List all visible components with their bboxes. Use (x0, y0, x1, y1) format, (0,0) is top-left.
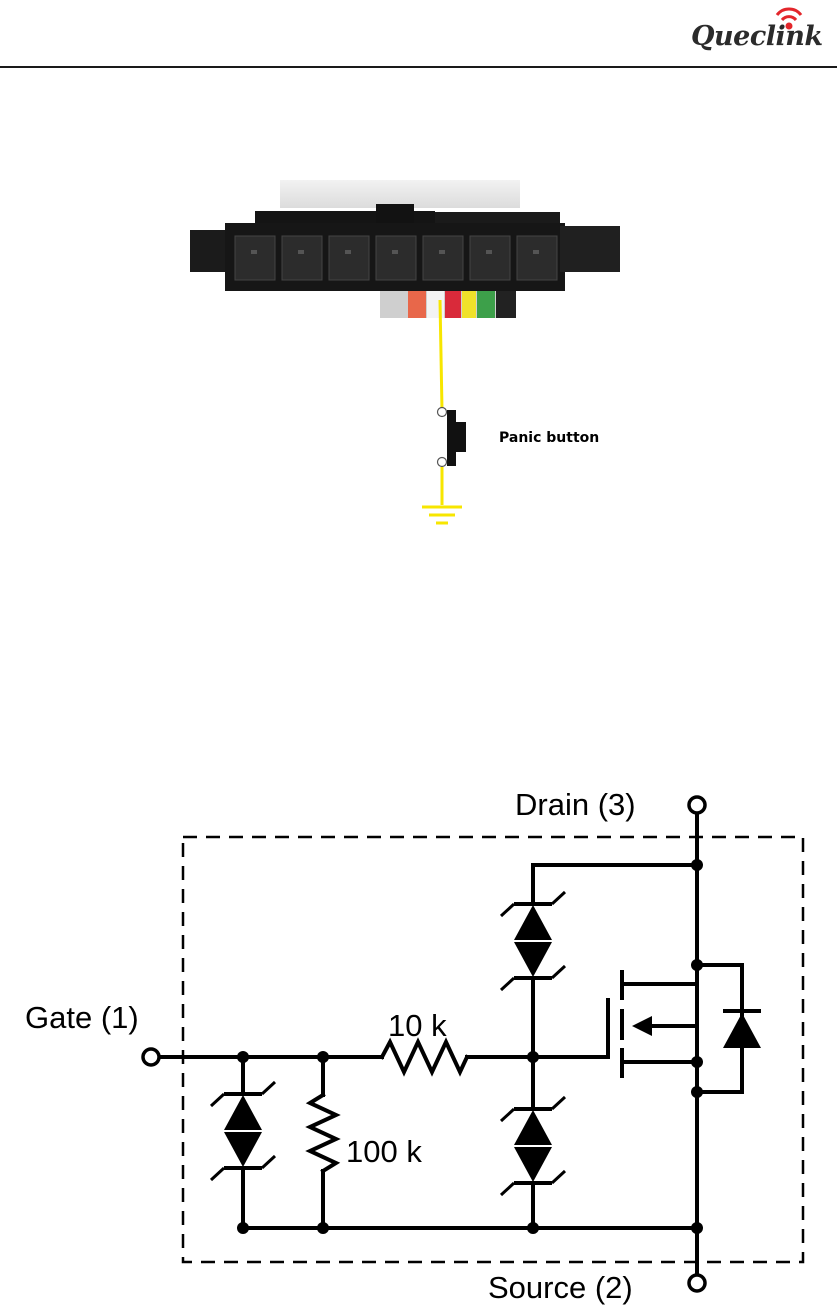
logo-text: Queclink (691, 21, 823, 52)
gate-terminal (143, 1049, 159, 1065)
mosfet-circuit-diagram: Drain (3) Gate (1) Source (2) 10 k 100 k (0, 770, 837, 1313)
mosfet-arrow-icon (632, 1016, 652, 1036)
queclink-logo: Queclink (687, 2, 829, 58)
zener-diode-icon (211, 1082, 275, 1180)
ground-icon (422, 507, 462, 523)
source-terminal (689, 1275, 705, 1291)
source-label: Source (2) (488, 1270, 633, 1305)
drain-label: Drain (3) (515, 787, 636, 822)
switch-terminal-top (438, 408, 447, 417)
zener-diode-icon (501, 1097, 565, 1195)
panic-button-wiring (400, 300, 520, 540)
zener-diode-icon (501, 892, 565, 990)
drain-terminal (689, 797, 705, 813)
header-divider (0, 66, 837, 68)
gate-label: Gate (1) (25, 1000, 139, 1035)
switch-terminal-bottom (438, 458, 447, 467)
connector-photo (180, 180, 630, 320)
body-diode-icon (723, 1011, 761, 1048)
resistor-100k-label: 100 k (346, 1134, 422, 1169)
package-outline (183, 837, 803, 1262)
resistor-10k-label: 10 k (388, 1008, 447, 1043)
panic-button-label: Panic button (499, 430, 599, 446)
switch-icon (447, 410, 456, 466)
yellow-wire (440, 300, 442, 410)
